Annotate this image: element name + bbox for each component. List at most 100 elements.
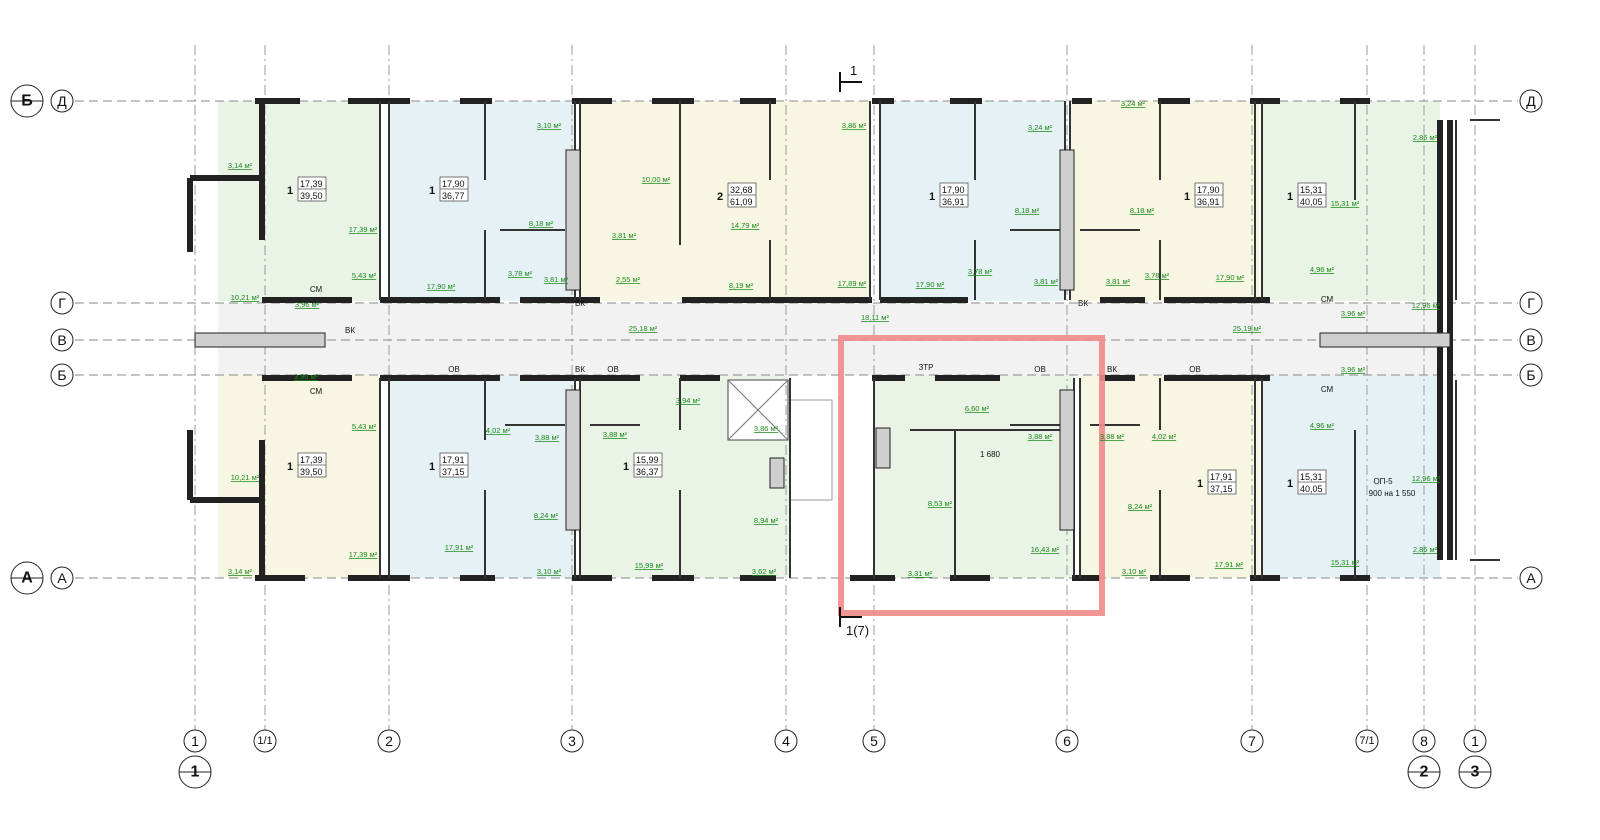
room-area: 12,96 м²: [1412, 474, 1441, 483]
axis-bubble: [183, 729, 207, 753]
axis-label: А: [57, 570, 67, 586]
room-area: 18,11 м²: [861, 313, 889, 322]
axis-bubble: [1519, 328, 1543, 352]
axis-label: Д: [57, 93, 67, 109]
apartment-rooms: 1: [1197, 478, 1203, 490]
plan-label: СМ: [1321, 295, 1334, 304]
apartment-rooms: 1: [623, 461, 629, 473]
room-area: 3,81 м²: [612, 231, 637, 240]
room-area: 8,24 м²: [534, 511, 559, 520]
room-area: 10,21 м²: [231, 293, 260, 302]
apartment-total-area: 36,91: [942, 197, 965, 207]
room-area: 16,43 м²: [1031, 545, 1060, 554]
room-area: 3,81 м²: [1106, 277, 1131, 286]
room-area: 8,24 м²: [1128, 502, 1153, 511]
plan-label: ОВ: [1189, 365, 1201, 374]
room-area: 3,31 м²: [908, 569, 933, 578]
plan-label: СМ: [310, 387, 323, 396]
room-area: 3,78 м²: [508, 269, 533, 278]
plan-label: ОВ: [448, 365, 460, 374]
room-area: 14,79 м²: [731, 221, 760, 230]
selected-apartment-highlight[interactable]: [838, 335, 1105, 616]
axis-label: 7/1: [1359, 735, 1374, 747]
room-area: 17,89 м²: [838, 279, 867, 288]
apartment-total-area: 61,09: [730, 197, 753, 207]
room-area: 4,96 м²: [1310, 265, 1335, 274]
apartment-total-area: 36,37: [636, 467, 659, 477]
axis-label: 6: [1063, 733, 1071, 749]
apartment-total-area: 40,05: [1300, 197, 1323, 207]
apartment-fills: [218, 101, 1440, 578]
axis-bubble: [50, 363, 74, 387]
apartment-label[interactable]: 1 15,99 36,37: [623, 452, 663, 478]
axis-label-large: Б: [21, 93, 33, 110]
room-area: 3,88 м²: [1028, 432, 1053, 441]
axis-bubble: [1519, 291, 1543, 315]
plan-label: ВК: [575, 299, 585, 308]
apartment-living-area: 32,68: [730, 185, 753, 195]
apartment-living-area: 15,99: [636, 455, 659, 465]
plan-label: ВК: [575, 365, 585, 374]
room-area: 15,99 м²: [635, 561, 664, 570]
plan-label: 900 на 1 550: [1369, 489, 1416, 498]
room-area: 17,91 м²: [1215, 560, 1244, 569]
room-area: 10,21 м²: [231, 473, 260, 482]
plan-label: ОВ: [607, 365, 619, 374]
apartment-rooms: 1: [287, 185, 293, 197]
room-area: 3,96 м²: [1341, 365, 1366, 374]
axis-bubble: [1055, 729, 1079, 753]
room-area: 17,90 м²: [427, 282, 456, 291]
room-area: 3,10 м²: [1122, 567, 1147, 576]
axis-label: 3: [568, 733, 576, 749]
axis-bubble: [1240, 729, 1264, 753]
plan-label: ВК: [345, 326, 355, 335]
axis-label: Д: [1526, 93, 1536, 109]
room-area: 17,90 м²: [916, 280, 945, 289]
room-area: 8,18 м²: [1130, 206, 1155, 215]
room-area: 3,86 м²: [842, 121, 867, 130]
room-area: 3,81 м²: [1034, 277, 1059, 286]
axis-label: 2: [385, 733, 393, 749]
apartment-rooms: 1: [1287, 191, 1293, 203]
room-area: 2,86 м²: [1413, 545, 1438, 554]
plan-label: ЗТР: [919, 363, 934, 372]
room-area: 8,53 м²: [928, 499, 953, 508]
axis-bubble: [253, 729, 277, 753]
section-marker-top: 1: [839, 63, 862, 92]
axis-bubble: [774, 729, 798, 753]
apartment-rooms: 1: [929, 191, 935, 203]
room-area: 3,96 м²: [1341, 309, 1366, 318]
apartment-living-area: 17,39: [300, 455, 323, 465]
axis-label: 5: [870, 733, 878, 749]
axis-label: А: [1526, 570, 1536, 586]
axis-label: Б: [1526, 367, 1535, 383]
axis-bubble: [50, 89, 74, 113]
room-area: 10,00 м²: [642, 175, 671, 184]
room-area: 3,88 м²: [603, 430, 628, 439]
apartment-living-area: 17,90: [1197, 185, 1220, 195]
axis-bubble: [1519, 363, 1543, 387]
apartment-living-area: 17,91: [1210, 472, 1233, 482]
room-area: 3,78 м²: [1145, 271, 1170, 280]
plan-label: 1 680: [980, 450, 1001, 459]
room-area: 3,94 м²: [676, 396, 701, 405]
apartment-total-area: 37,15: [442, 467, 465, 477]
apartment-living-area: 17,39: [300, 179, 323, 189]
room-area: 3,78 м²: [968, 267, 993, 276]
room-area: 25,19 м²: [1233, 324, 1262, 333]
apartment-living-area: 17,90: [442, 179, 465, 189]
axis-bubble: [50, 566, 74, 590]
